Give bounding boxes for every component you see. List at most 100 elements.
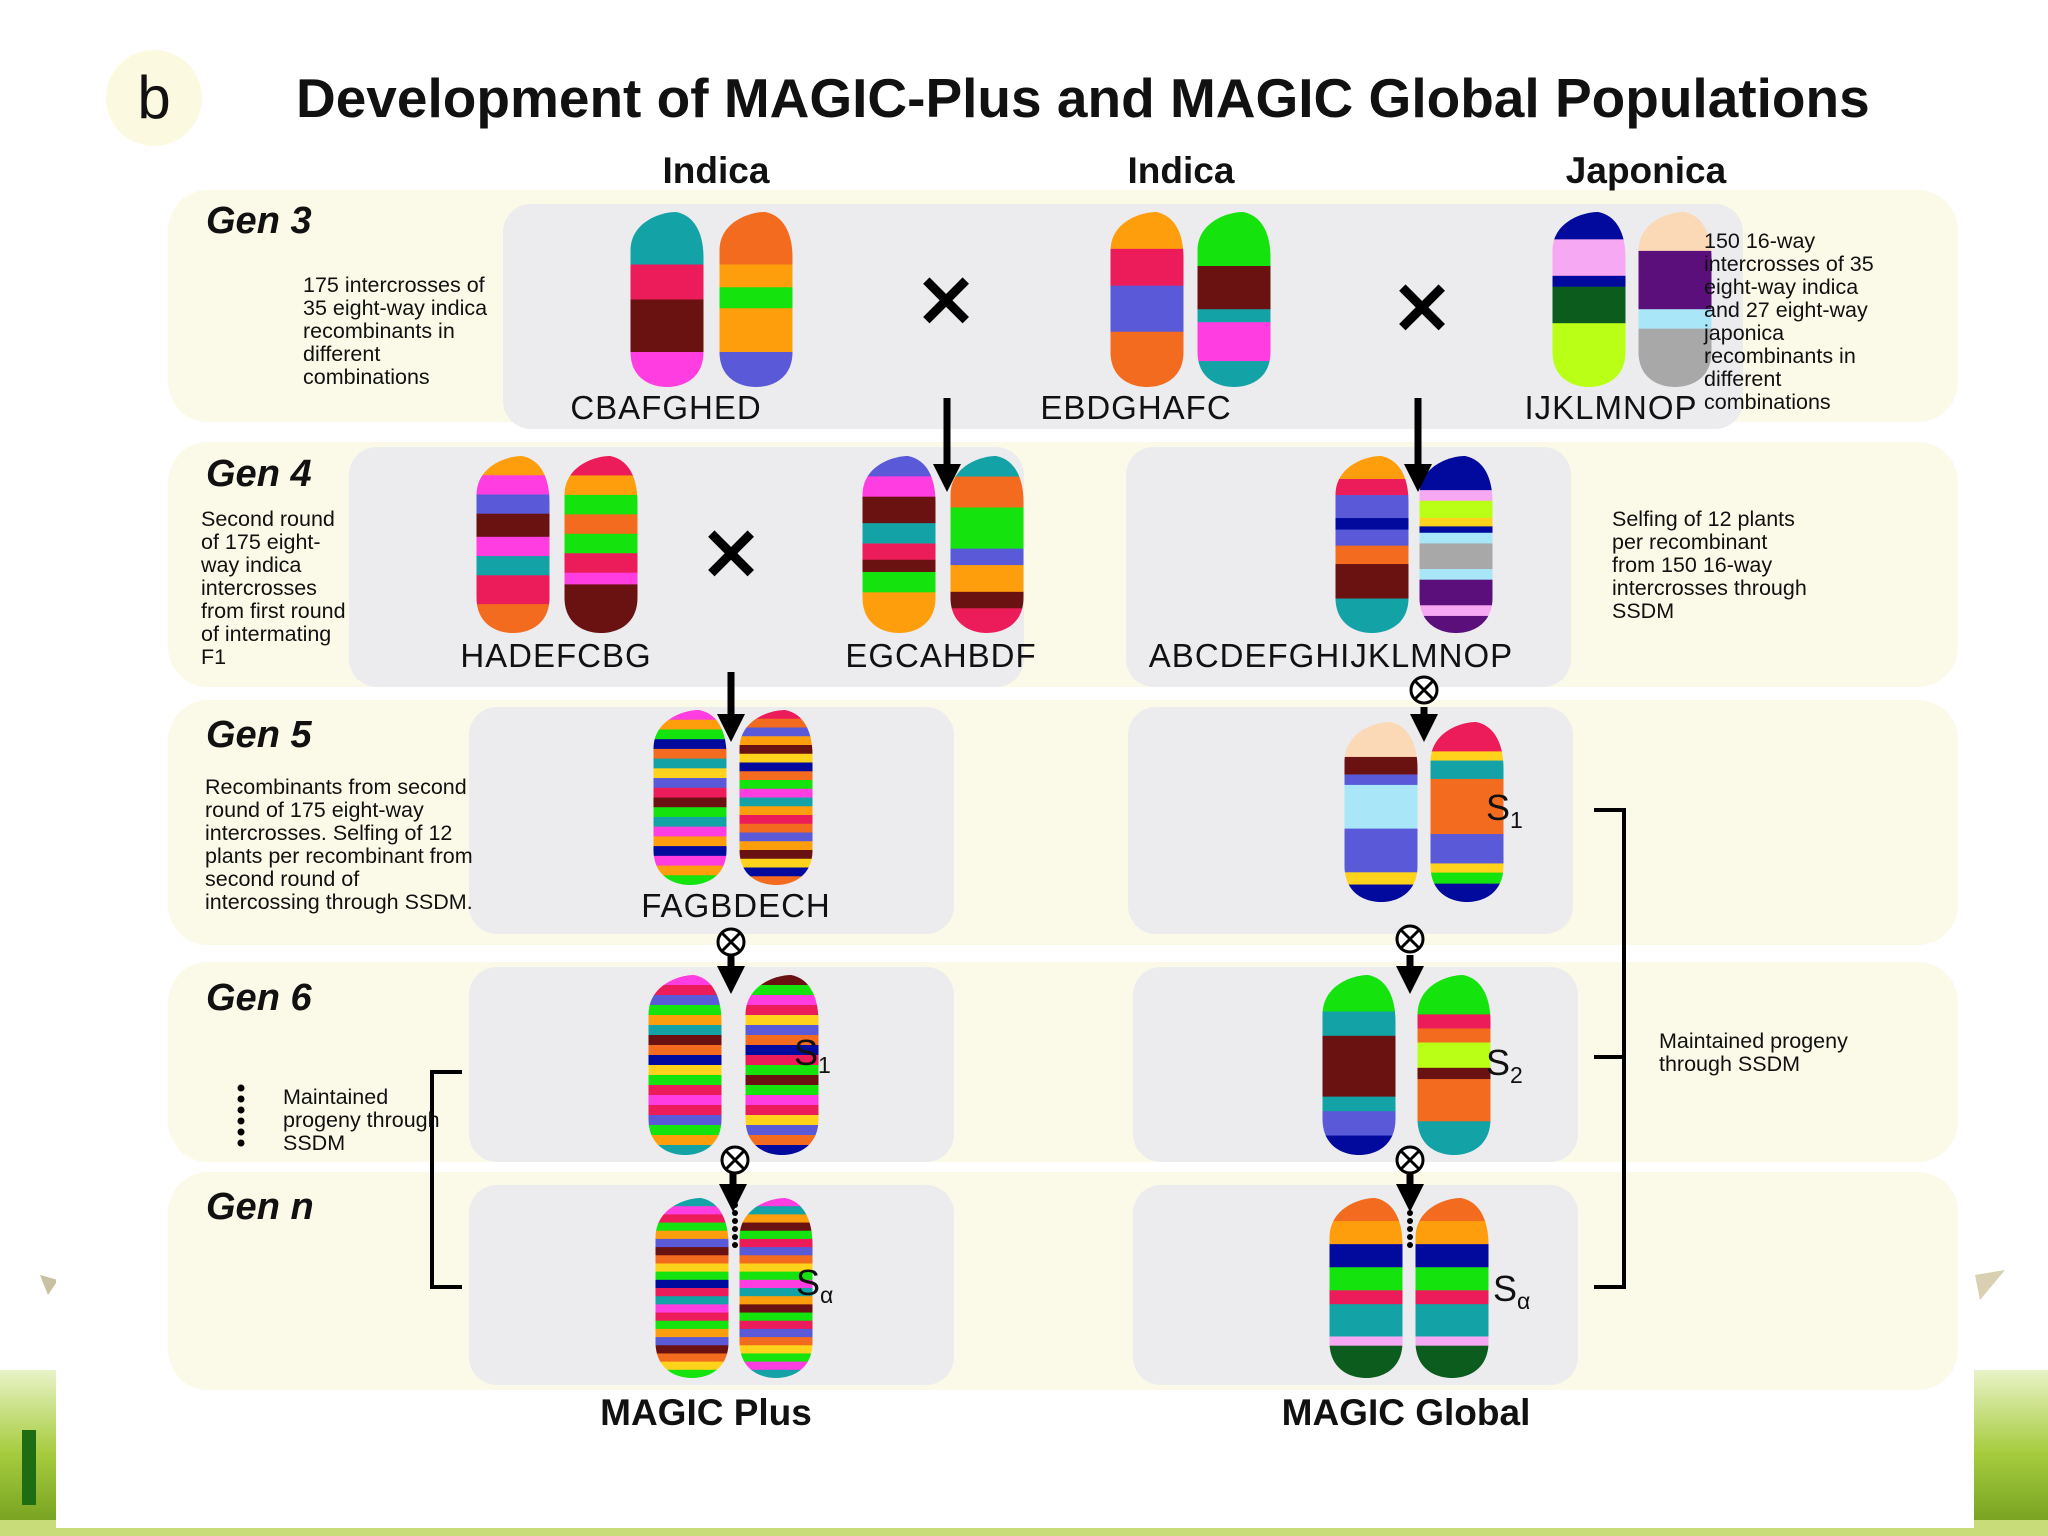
chromosome-segment [564,475,638,496]
chromosome-segment [1419,490,1493,502]
chromosome-segment [1344,872,1418,886]
chromosome-segment [564,533,638,554]
chromosome-segment [655,1288,729,1297]
genotype-code-hadefcbg: HADEFCBG [460,637,652,674]
selfing-generation-label-s1-plus: S1 [794,1032,831,1079]
chromosome-segment [1430,778,1504,835]
chromosome-segment [653,739,727,750]
continuation-dot-2 [1407,1242,1413,1248]
chromosome-segment [745,1085,819,1096]
population-label-magic-global: MAGIC Global [1281,1392,1531,1433]
chromosome-pair-ijklmnop-left [1552,212,1626,387]
chromosome-segment [745,1005,819,1016]
chromosome-segment [1430,760,1504,780]
chromosome-segment [739,1288,813,1297]
chromosome-pair-egcahbdf-left [862,456,936,633]
bracket-right [1594,808,1626,1289]
chromosome-segment [739,753,813,764]
chromosome-segment [862,571,936,593]
chromosome-segment [1415,1244,1489,1268]
slide-canvas: ××× b Development of MAGIC-Plus and MAGI… [56,0,1974,1528]
chromosome-segment [739,1198,813,1207]
chromosome-pair-hadefcbg-right [564,456,638,633]
chromosome-segment [1322,1111,1396,1137]
chromosome-segment [739,1206,813,1215]
chromosome-segment [1110,285,1184,333]
chromosome-segment [648,1005,722,1016]
chromosome-segment [1419,579,1493,606]
chromosome-segment [1344,756,1418,776]
chromosome-segment [648,1115,722,1126]
column-header-indica-1: Indica [662,150,770,191]
chromosome-segment [653,875,727,885]
chromosome-segment [655,1304,729,1314]
chromosome-segment [739,1320,813,1330]
chromosome-segment [655,1206,729,1215]
chromosome-segment [739,771,813,781]
chromosome-segment [745,975,819,986]
chromosome-segment [739,823,813,834]
chromosome-segment [648,985,722,996]
chromosome-segment [648,1105,722,1116]
chromosome-segment [1417,1042,1491,1069]
chromosome-segment [1415,1304,1489,1338]
chromosome-segment [653,807,727,818]
note-gen3-left: 175 intercrosses of 35 eight-way indica … [303,273,488,389]
chromosome-segment [1430,834,1504,865]
chromosome-segment [745,1125,819,1136]
chromosome-segment [1415,1267,1489,1291]
chromosome-segment [655,1320,729,1330]
selfing-symbol-cross-3 [1399,928,1421,950]
generation-label-6: Gen 6 [206,977,312,1019]
chromosome-segment [1419,543,1493,570]
note-gen4-right: Selfing of 12 plants per recombinant fro… [1612,507,1807,623]
chromosome-segment [1415,1221,1489,1245]
chromosome-segment [739,806,813,816]
note-gen3-right: 150 16-way intercrosses of 35 eight-way … [1704,229,1874,414]
continuation-dot-1 [732,1226,738,1232]
chromosome-segment [719,287,793,309]
chromosome-segment [739,710,813,720]
chromosome-segment [862,476,936,498]
continuation-dot-2 [1407,1202,1413,1208]
chromosome-segment [739,1247,813,1256]
generation-label-4: Gen 4 [206,453,312,495]
chromosome-segment [648,1065,722,1076]
chromosome-segment [745,1055,819,1066]
chromosome-segment [1329,1244,1403,1268]
generation-label-n: Gen n [206,1186,314,1228]
chromosome-pair-hadefcbg-left [476,456,550,633]
chromosome-pair-abcdefghijklmnop-right [1419,456,1493,633]
note-gen4-left: Second round of 175 eight-way indica int… [201,507,346,669]
chromosome-segment [1419,605,1493,617]
chromosome-segment [564,553,638,574]
chromosome-segment [1335,478,1409,496]
continuation-dot-2 [1407,1210,1413,1216]
chromosome-segment [739,850,813,860]
chromosome-pair-plus-s1-right [745,975,819,1155]
chromosome-segment [1335,495,1409,519]
selfing-symbol-cross-4 [724,1149,746,1171]
ellipsis-dot [237,1117,245,1125]
chromosome-segment [745,1035,819,1046]
chromosome-segment [950,591,1024,609]
chromosome-segment [739,841,813,851]
chromosome-segment [1344,828,1418,873]
chromosome-segment [1415,1290,1489,1305]
chromosome-segment [745,1135,819,1146]
chromosome-segment [1329,1304,1403,1338]
chromosome-segment [1417,1067,1491,1080]
note-gen5-left: Recombinants from second round of 175 ei… [205,775,473,914]
chromosome-segment [1430,751,1504,762]
chromosome-segment [745,985,819,996]
chromosome-segment [653,826,727,837]
chromosome-segment [1417,1028,1491,1044]
selfing-symbol-cross-5 [1399,1149,1421,1171]
chromosome-segment [739,780,813,790]
chromosome-segment [648,1015,722,1026]
chromosome-segment [739,1345,813,1355]
chromosome-segment [655,1361,729,1371]
chromosome-segment [1335,545,1409,565]
chromosome-segment [739,1222,813,1232]
chromosome-segment [648,1095,722,1106]
